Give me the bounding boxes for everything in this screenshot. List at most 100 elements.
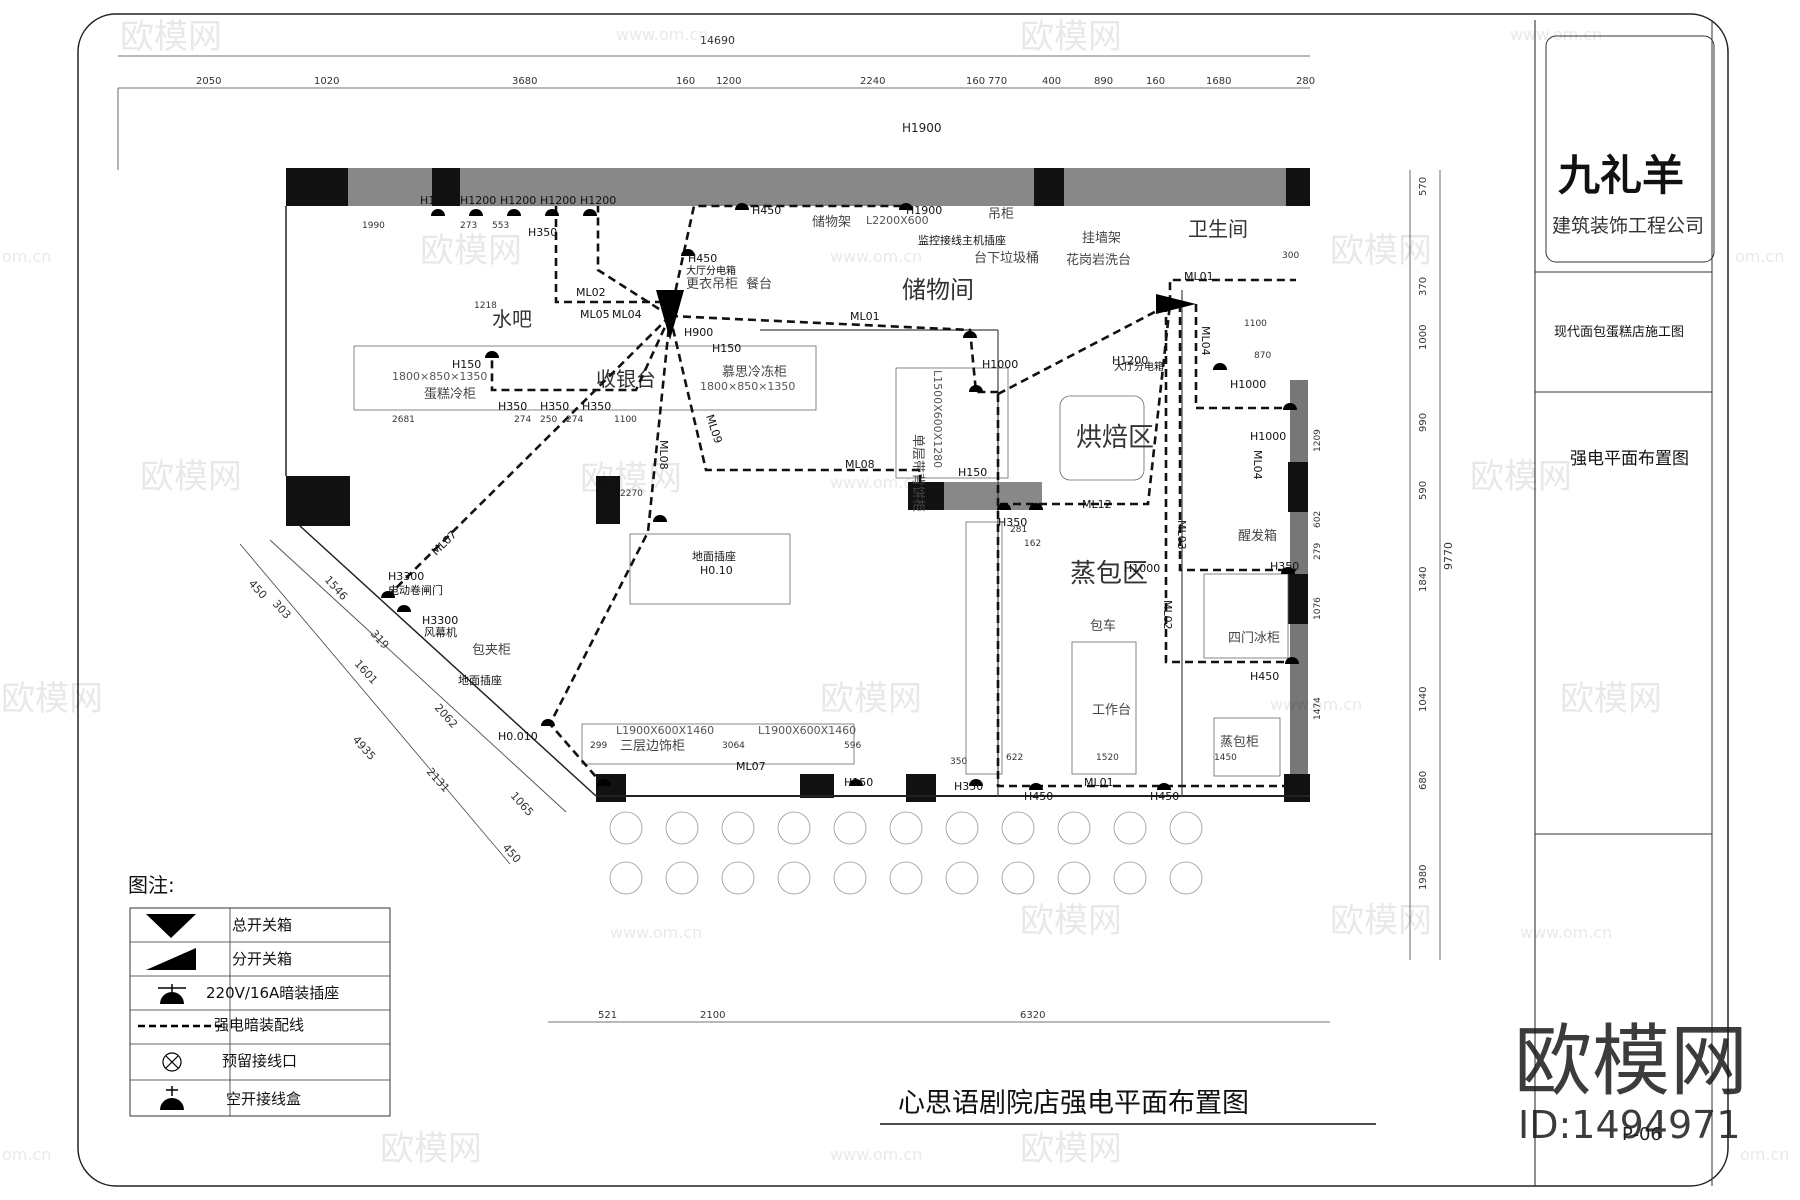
watermark-logo: 欧模网 bbox=[1514, 1017, 1748, 1107]
column bbox=[432, 168, 460, 206]
column bbox=[286, 476, 350, 526]
watermark-site-edge: om.cn bbox=[1740, 1145, 1789, 1164]
device-label: H3300 bbox=[422, 614, 458, 627]
circuit-label: ML05 bbox=[580, 308, 610, 321]
dimension-label: 370 bbox=[1418, 277, 1429, 296]
dimension-label: 273 bbox=[460, 221, 477, 231]
distribution-boxes bbox=[656, 290, 1196, 340]
chair-outline bbox=[1057, 861, 1091, 895]
device-label: H150 bbox=[712, 342, 741, 355]
chair-outline bbox=[1001, 861, 1035, 895]
watermark-repeat: 欧模网 bbox=[420, 231, 522, 271]
watermark-site: www.om.cn bbox=[830, 1145, 922, 1164]
device-label: H1900 bbox=[906, 204, 942, 217]
column bbox=[800, 774, 834, 798]
column bbox=[1288, 462, 1308, 512]
furniture-label: 储物架 bbox=[812, 215, 851, 230]
circuit-label: ML08 bbox=[845, 458, 875, 471]
room-label-baking: 烘焙区 bbox=[1076, 423, 1154, 453]
device-label: H450 bbox=[1024, 790, 1053, 803]
company-name: 建筑装饰工程公司 bbox=[1552, 215, 1704, 237]
dimension-lines bbox=[117, 55, 1441, 1023]
legend-label: 分开关箱 bbox=[232, 950, 292, 968]
device-label: H450 bbox=[1150, 790, 1179, 803]
dimension-label: 162 bbox=[1024, 539, 1041, 549]
socket-icon bbox=[735, 203, 749, 210]
dimension-label: 1840 bbox=[1418, 567, 1429, 592]
socket-icon bbox=[541, 719, 555, 726]
circuit-ML09 bbox=[668, 315, 922, 486]
dimension-label: 2270 bbox=[620, 489, 643, 499]
dimension-label: 280 bbox=[1296, 76, 1315, 87]
dimension-label: 400 bbox=[1042, 76, 1061, 87]
watermark-site: www.om.cn bbox=[616, 25, 708, 44]
diagonal-facade-outer bbox=[269, 539, 567, 813]
dimension-label: 1990 bbox=[362, 221, 385, 231]
watermark-site: www.om.cn bbox=[610, 923, 702, 942]
watermark-repeat: 欧模网 bbox=[1020, 901, 1122, 941]
dimension-label: 1680 bbox=[1206, 76, 1231, 87]
socket-icon bbox=[381, 591, 395, 598]
circuit-label: ML07 bbox=[429, 528, 459, 558]
furniture-label: 餐台 bbox=[746, 276, 772, 292]
dimension-label: 1200 bbox=[716, 76, 741, 87]
dimension-label: 680 bbox=[1418, 771, 1429, 790]
device-label: H450 bbox=[688, 252, 717, 265]
right-total-dimension: 9770 bbox=[1442, 542, 1455, 570]
furniture-label: 慕思冷冻柜 bbox=[722, 364, 787, 380]
socket-icon bbox=[1029, 503, 1043, 510]
device-label: H900 bbox=[684, 326, 713, 339]
socket-icon bbox=[1029, 783, 1043, 790]
spec-label: 1800×850×1350 bbox=[392, 370, 487, 383]
watermark-id: ID:1494971 bbox=[1518, 1103, 1741, 1147]
dimension-label: 1218 bbox=[474, 301, 497, 311]
dimension-label: 1076 bbox=[1313, 597, 1323, 620]
chair-outline bbox=[777, 861, 811, 895]
furniture-label: 更衣吊柜 bbox=[686, 276, 738, 292]
column bbox=[1284, 774, 1310, 802]
furniture-label: 四门冰柜 bbox=[1228, 631, 1280, 646]
socket-icon bbox=[969, 385, 983, 392]
dimension-label: 1450 bbox=[1214, 753, 1237, 763]
watermark-site: www.om.cn bbox=[1510, 25, 1602, 44]
watermark-repeat: 欧模网 bbox=[140, 457, 242, 497]
circuit-labels: ML01 ML01 ML01 ML08 ML12 ML05 ML09 ML08 … bbox=[429, 270, 1264, 789]
dimension-label: 160 bbox=[1146, 76, 1165, 87]
dimension-label: 279 bbox=[1313, 543, 1323, 560]
circuit-label: ML08 bbox=[657, 440, 670, 470]
circuit-label: ML12 bbox=[1082, 498, 1112, 511]
logo-frame bbox=[1545, 35, 1715, 263]
socket-icon bbox=[545, 209, 559, 216]
furniture-label: 单层带背饼柜 bbox=[910, 434, 925, 512]
circuit-ML01-storage bbox=[669, 314, 998, 394]
socket-icon bbox=[899, 203, 913, 210]
furniture-label: 包车 bbox=[1090, 618, 1116, 634]
furniture-label: 台下垃圾桶 bbox=[974, 251, 1039, 266]
watermark-site-edge: om.cn bbox=[2, 247, 51, 266]
dimension-label: 1100 bbox=[1244, 319, 1267, 329]
dimension-label: 2050 bbox=[196, 76, 221, 87]
device-label: H450 bbox=[1250, 670, 1279, 683]
column bbox=[1286, 168, 1310, 206]
chair-outline bbox=[945, 861, 979, 895]
device-label: H350 bbox=[1270, 560, 1299, 573]
device-label: H1000 bbox=[1124, 562, 1160, 575]
circuit-cashier bbox=[490, 315, 672, 392]
device-label: H1200 bbox=[540, 194, 576, 207]
chair-outline bbox=[609, 861, 643, 895]
circuit-ML01-east bbox=[997, 278, 1296, 396]
socket-icon bbox=[1283, 403, 1297, 410]
device-label: H1000 bbox=[1250, 430, 1286, 443]
column bbox=[596, 774, 626, 802]
walls bbox=[269, 168, 1310, 813]
watermarks: 欧模网欧模网欧模网欧模网欧模网欧模网欧模网欧模网欧模网欧模网欧模网欧模网欧模网欧… bbox=[1, 17, 1789, 1169]
device-label: H1200 bbox=[1112, 354, 1148, 367]
device-label: H150 bbox=[844, 776, 873, 789]
sub-switch-box-icon bbox=[146, 948, 196, 970]
dimension-label: 990 bbox=[1418, 413, 1429, 432]
legend-box bbox=[129, 907, 391, 1117]
device-label: H150 bbox=[958, 466, 987, 479]
device-label: 地面插座 bbox=[692, 549, 736, 563]
chair-outline bbox=[1057, 811, 1091, 845]
